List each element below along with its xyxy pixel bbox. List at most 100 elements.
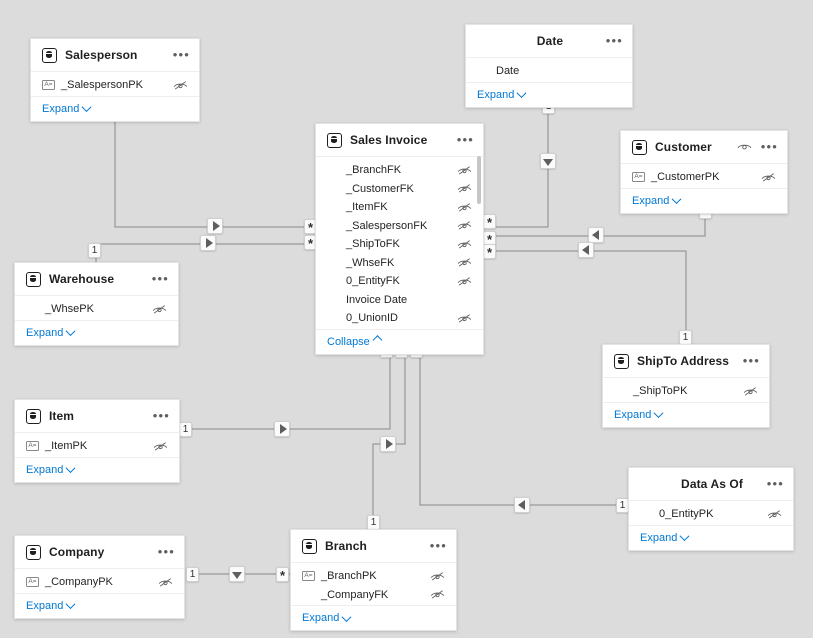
eye-hidden-icon[interactable] bbox=[430, 589, 445, 600]
expand-button[interactable]: Expand bbox=[42, 102, 92, 115]
eye-hidden-icon[interactable] bbox=[457, 276, 472, 287]
table-footer-item[interactable]: Expand bbox=[15, 458, 179, 482]
more-options-icon[interactable]: ••• bbox=[456, 132, 474, 147]
table-footer-salesperson[interactable]: Expand bbox=[31, 97, 199, 121]
table-header-branch[interactable]: Branch••• bbox=[291, 530, 456, 563]
field-row[interactable]: A=_SalespersonPK bbox=[31, 76, 199, 95]
field-row[interactable]: 0_EntityPK bbox=[629, 505, 793, 524]
table-header-warehouse[interactable]: Warehouse••• bbox=[15, 263, 178, 296]
more-options-icon[interactable]: ••• bbox=[766, 476, 784, 491]
cardinality-one-badge[interactable]: 1 bbox=[88, 243, 101, 258]
more-options-icon[interactable]: ••• bbox=[172, 47, 190, 62]
cross-filter-arrow-right-icon[interactable] bbox=[274, 421, 290, 437]
eye-hidden-icon[interactable] bbox=[173, 80, 188, 91]
eye-hidden-icon[interactable] bbox=[457, 165, 472, 176]
table-header-customer[interactable]: Customer••• bbox=[621, 131, 787, 164]
eye-hidden-icon[interactable] bbox=[457, 183, 472, 194]
table-header-data-as-of[interactable]: Data As Of••• bbox=[629, 468, 793, 501]
cardinality-one-badge[interactable]: 1 bbox=[186, 567, 199, 582]
field-row[interactable]: A=_CompanyPK bbox=[15, 573, 184, 592]
expand-button[interactable]: Expand bbox=[26, 463, 76, 476]
table-header-item[interactable]: Item••• bbox=[15, 400, 179, 433]
field-row[interactable]: _BranchFK bbox=[316, 161, 483, 180]
eye-hidden-icon[interactable] bbox=[430, 571, 445, 582]
eye-hidden-icon[interactable] bbox=[761, 172, 776, 183]
table-card-warehouse[interactable]: Warehouse••• _WhsePK Expand bbox=[14, 262, 179, 346]
table-header-sales-invoice[interactable]: Sales Invoice••• bbox=[316, 124, 483, 157]
eye-hidden-icon[interactable] bbox=[153, 441, 168, 452]
field-row[interactable]: Invoice Date bbox=[316, 291, 483, 310]
field-row[interactable]: 0_EntityFK bbox=[316, 272, 483, 291]
eye-hidden-icon[interactable] bbox=[457, 313, 472, 324]
table-card-data-as-of[interactable]: Data As Of••• 0_EntityPK Expand bbox=[628, 467, 794, 551]
field-row[interactable]: _WhsePK bbox=[15, 300, 178, 319]
field-row[interactable]: _CompanyFK bbox=[291, 586, 456, 605]
more-options-icon[interactable]: ••• bbox=[151, 271, 169, 286]
collapse-button[interactable]: Collapse bbox=[327, 335, 383, 348]
cross-filter-arrow-right-icon[interactable] bbox=[207, 218, 223, 234]
cross-filter-arrow-left-icon[interactable] bbox=[514, 497, 530, 513]
table-header-date[interactable]: Date••• bbox=[466, 25, 632, 58]
eye-hidden-icon[interactable] bbox=[457, 257, 472, 268]
more-options-icon[interactable]: ••• bbox=[157, 544, 175, 559]
table-footer-company[interactable]: Expand bbox=[15, 594, 184, 618]
field-row[interactable]: _ItemFK bbox=[316, 198, 483, 217]
more-options-icon[interactable]: ••• bbox=[760, 139, 778, 154]
eye-hidden-icon[interactable] bbox=[457, 220, 472, 231]
table-footer-warehouse[interactable]: Expand bbox=[15, 321, 178, 345]
field-list-scrollbar[interactable] bbox=[477, 156, 481, 204]
more-options-icon[interactable]: ••• bbox=[605, 33, 623, 48]
expand-button[interactable]: Expand bbox=[632, 194, 682, 207]
cardinality-one-badge[interactable]: 1 bbox=[179, 422, 192, 437]
expand-button[interactable]: Expand bbox=[614, 408, 664, 421]
table-card-item[interactable]: Item••• A=_ItemPK Expand bbox=[14, 399, 180, 483]
table-card-salesperson[interactable]: Salesperson••• A=_SalespersonPK Expand bbox=[30, 38, 200, 122]
cross-filter-arrow-right-icon[interactable] bbox=[380, 436, 396, 452]
table-footer-shipto-address[interactable]: Expand bbox=[603, 403, 769, 427]
field-row[interactable]: _WhseFK bbox=[316, 254, 483, 273]
cardinality-one-badge[interactable]: 1 bbox=[367, 515, 380, 530]
cardinality-many-badge[interactable]: * bbox=[483, 244, 496, 259]
table-card-shipto-address[interactable]: ShipTo Address••• _ShipToPK Expand bbox=[602, 344, 770, 428]
expand-button[interactable]: Expand bbox=[302, 611, 352, 624]
eye-visible-icon[interactable] bbox=[737, 142, 752, 153]
field-row[interactable]: A=_BranchPK bbox=[291, 567, 456, 586]
cross-filter-arrow-left-icon[interactable] bbox=[578, 242, 594, 258]
cross-filter-arrow-down-icon[interactable] bbox=[229, 566, 245, 582]
more-options-icon[interactable]: ••• bbox=[429, 538, 447, 553]
expand-button[interactable]: Expand bbox=[26, 326, 76, 339]
table-card-customer[interactable]: Customer••• A=_CustomerPK Expand bbox=[620, 130, 788, 214]
cross-filter-arrow-down-icon[interactable] bbox=[540, 153, 556, 169]
field-row[interactable]: A=_CustomerPK bbox=[621, 168, 787, 187]
table-header-shipto-address[interactable]: ShipTo Address••• bbox=[603, 345, 769, 378]
expand-button[interactable]: Expand bbox=[26, 599, 76, 612]
cross-filter-arrow-right-icon[interactable] bbox=[200, 235, 216, 251]
field-row[interactable]: _SalespersonFK bbox=[316, 217, 483, 236]
eye-hidden-icon[interactable] bbox=[767, 509, 782, 520]
expand-button[interactable]: Expand bbox=[640, 531, 690, 544]
more-options-icon[interactable]: ••• bbox=[152, 408, 170, 423]
more-options-icon[interactable]: ••• bbox=[742, 353, 760, 368]
cardinality-many-badge[interactable]: * bbox=[276, 567, 289, 582]
eye-hidden-icon[interactable] bbox=[158, 577, 173, 588]
eye-hidden-icon[interactable] bbox=[457, 239, 472, 250]
cardinality-one-badge[interactable]: 1 bbox=[679, 330, 692, 345]
field-row[interactable]: _ShipToFK bbox=[316, 235, 483, 254]
table-card-sales-invoice[interactable]: Sales Invoice••• _BranchFK_CustomerFK_Ite… bbox=[315, 123, 484, 355]
field-row[interactable]: 0_UnionID bbox=[316, 309, 483, 328]
eye-hidden-icon[interactable] bbox=[743, 386, 758, 397]
table-card-branch[interactable]: Branch••• A=_BranchPK_CompanyFK Expand bbox=[290, 529, 457, 631]
table-header-company[interactable]: Company••• bbox=[15, 536, 184, 569]
table-footer-customer[interactable]: Expand bbox=[621, 189, 787, 213]
field-row[interactable]: _CustomerFK bbox=[316, 180, 483, 199]
field-row[interactable]: _ShipToPK bbox=[603, 382, 769, 401]
cardinality-many-badge[interactable]: * bbox=[483, 214, 496, 229]
table-footer-date[interactable]: Expand bbox=[466, 83, 632, 107]
table-footer-data-as-of[interactable]: Expand bbox=[629, 526, 793, 550]
table-footer-sales-invoice[interactable]: Collapse bbox=[316, 330, 483, 354]
table-card-company[interactable]: Company••• A=_CompanyPK Expand bbox=[14, 535, 185, 619]
table-header-salesperson[interactable]: Salesperson••• bbox=[31, 39, 199, 72]
field-row[interactable]: A=_ItemPK bbox=[15, 437, 179, 456]
